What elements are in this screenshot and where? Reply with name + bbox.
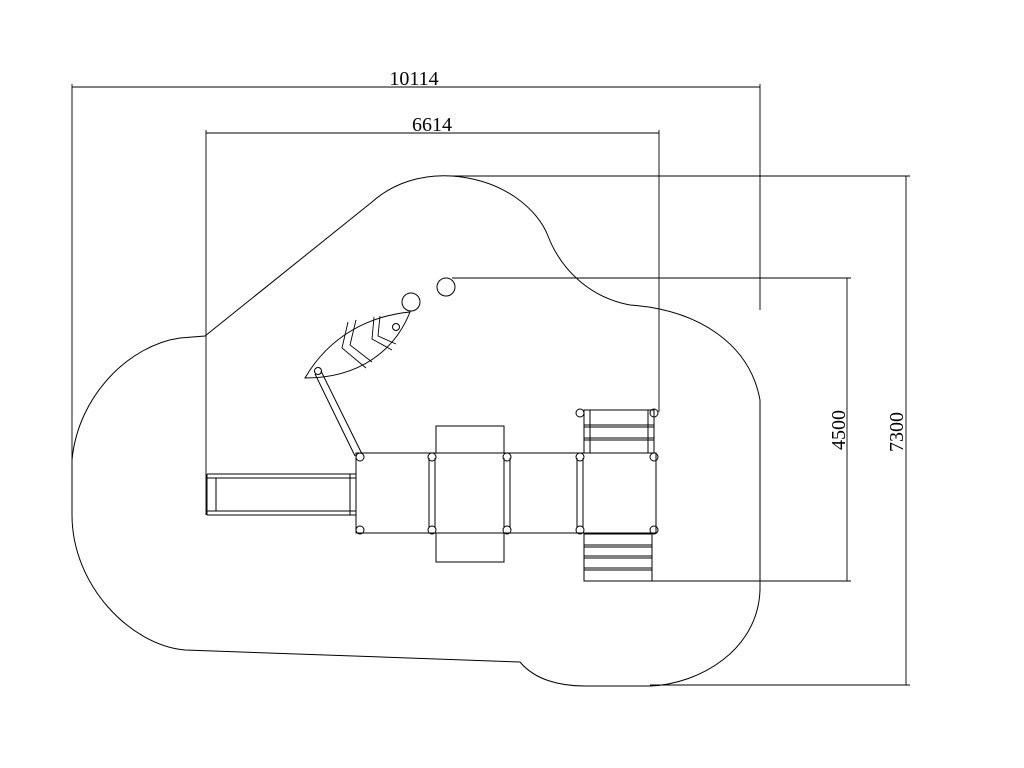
bottom-stairs <box>583 533 653 582</box>
deck-posts <box>355 452 659 535</box>
stepping-post-small <box>401 292 421 312</box>
leaf-climber <box>304 311 411 379</box>
inner-width-dimension: 6614 <box>205 114 660 515</box>
overall-height-label: 7300 <box>886 412 908 452</box>
slanted-ladder <box>314 370 363 457</box>
overall-width-dimension: 10114 <box>71 68 761 462</box>
inner-height-label: 4500 <box>828 410 850 450</box>
overall-width-label: 10114 <box>389 68 438 90</box>
top-stairs <box>575 408 659 454</box>
slide <box>206 473 356 516</box>
inner-height-dimension: 4500 <box>452 277 851 582</box>
overall-height-dimension: 7300 <box>452 175 910 686</box>
main-deck <box>355 425 659 563</box>
stepping-post-large <box>436 277 456 297</box>
inner-width-label: 6614 <box>412 114 452 136</box>
safety-zone-outline <box>71 175 761 687</box>
